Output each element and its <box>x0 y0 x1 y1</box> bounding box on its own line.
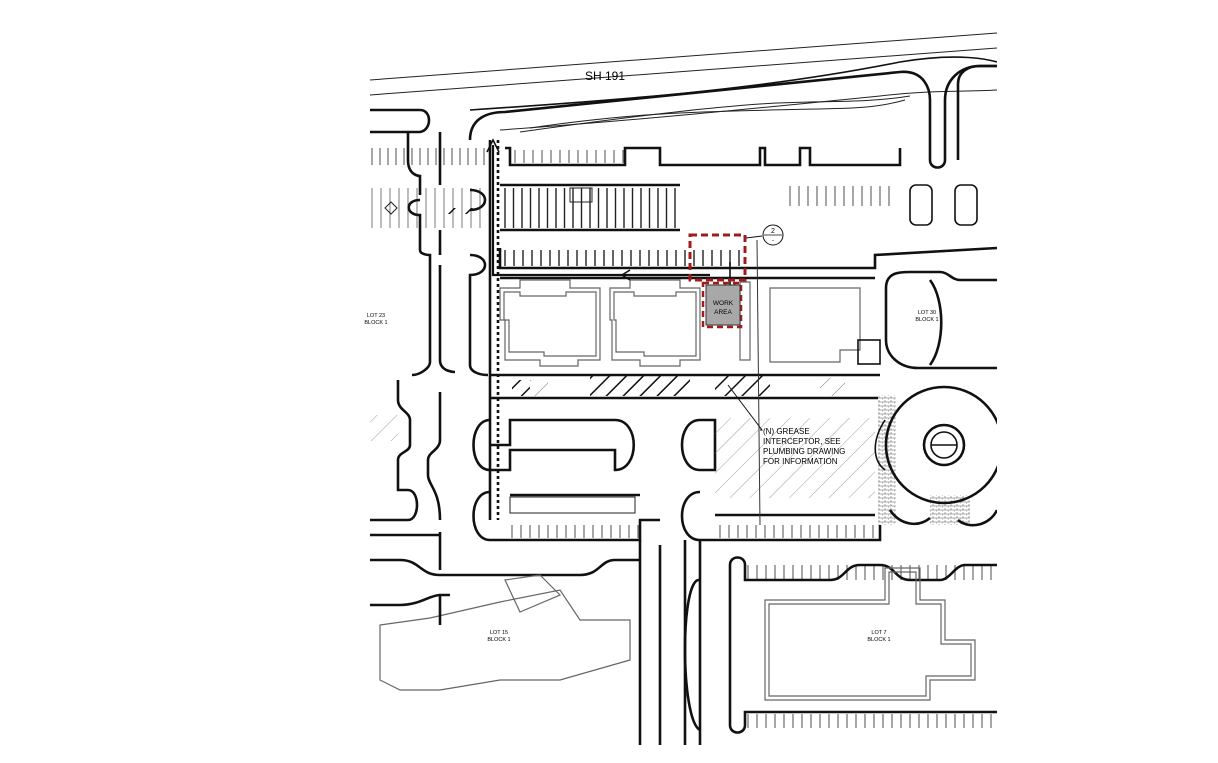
note-line-3: PLUMBING DRAWING <box>763 447 845 456</box>
detail-callout-number: 2 <box>771 228 775 235</box>
west-drive <box>370 132 500 570</box>
lot-30-label-2: BLOCK 1 <box>915 317 938 323</box>
service-road <box>490 373 880 400</box>
lot-30-label-1: LOT 30 <box>918 310 936 316</box>
lot-15-building <box>379 574 631 691</box>
central-drive <box>370 540 702 745</box>
highlight-boxes <box>688 233 747 329</box>
building-footprints <box>499 270 997 370</box>
lot-7-building <box>728 556 997 734</box>
note-line-4: FOR INFORMATION <box>763 457 838 466</box>
note-line-1: (N) GREASE <box>763 427 810 436</box>
lot-23-label-1: LOT 23 <box>367 313 385 319</box>
south-parking <box>370 395 970 542</box>
lot-15-label-1: LOT 15 <box>490 630 508 636</box>
work-area-box <box>705 284 741 326</box>
highway-edge <box>370 32 997 133</box>
north-parking-rows <box>371 148 997 728</box>
work-area-label-1: WORK <box>713 300 734 307</box>
lot-7-label-1: LOT 7 <box>871 630 886 636</box>
note-leader-line <box>727 384 764 431</box>
detail-callout-sheet: - <box>772 238 774 244</box>
lot-15-label-2: BLOCK 1 <box>487 637 510 643</box>
north-curb <box>370 64 997 169</box>
road-label: SH 191 <box>585 69 625 83</box>
detail-callout <box>745 224 784 246</box>
lot-23-label-2: BLOCK 1 <box>364 320 387 326</box>
lot-7-label-2: BLOCK 1 <box>867 637 890 643</box>
roundabout <box>874 385 997 527</box>
note-line-2: INTERCEPTOR, SEE <box>763 437 841 446</box>
work-area-label-2: AREA <box>714 309 732 316</box>
